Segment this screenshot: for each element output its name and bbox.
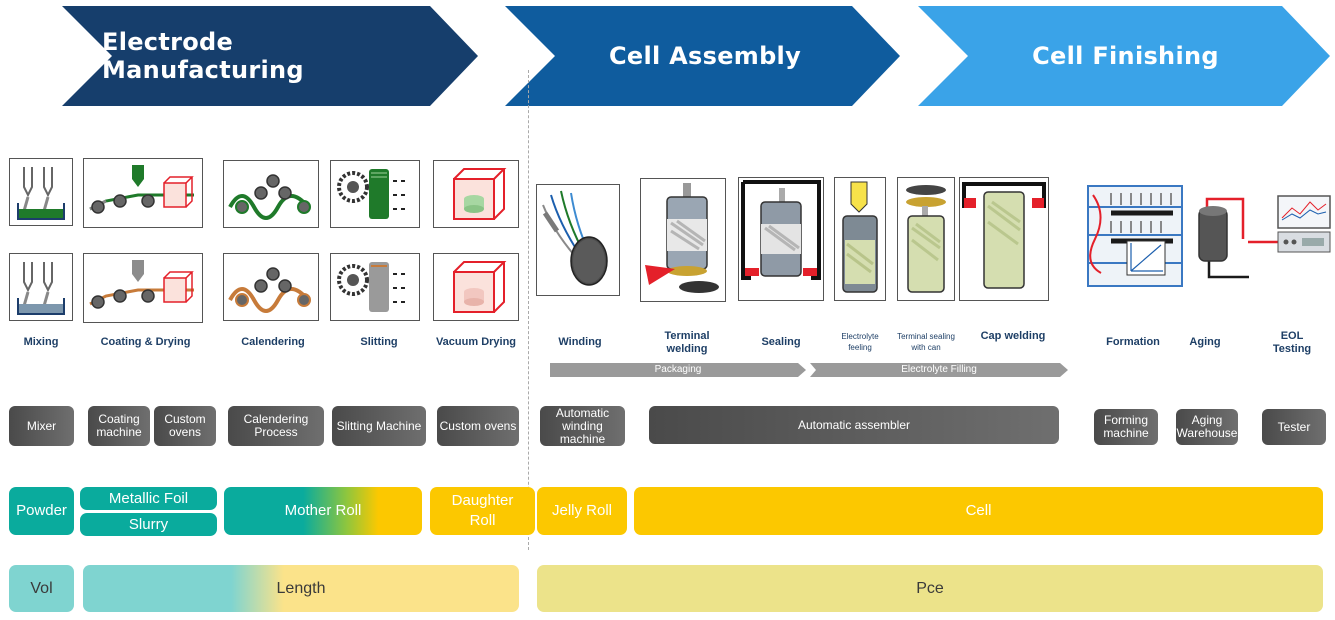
equipment-automatic-assembler: Automatic assembler [649, 406, 1059, 444]
vacuum-drying-illustration-anode [433, 253, 519, 321]
terminal-sealing-illustration [897, 177, 955, 301]
mixing-illustration-anode [9, 253, 73, 321]
step-slitting-label: Slitting [360, 336, 398, 348]
vacuum-drying-illustration-cathode [433, 160, 519, 228]
chevron-shape [62, 6, 478, 106]
calendering-illustration-cathode [223, 160, 319, 228]
packaging-bar: Packaging [550, 363, 806, 377]
slitting-illustration-anode [330, 253, 420, 321]
electrolyte-feeling-illustration [834, 177, 886, 301]
phase-cell-assembly: Cell Assembly [505, 6, 900, 106]
slitting-illustration-cathode [330, 160, 420, 228]
equipment-custom-ovens: Custom ovens [154, 406, 216, 446]
step-calendering-label: Calendering [241, 336, 305, 348]
winding-illustration [536, 184, 620, 296]
step-coating-drying-label: Coating & Drying [100, 336, 191, 348]
equipment-automatic-winding-machine: Automatic winding machine [540, 406, 625, 446]
equipment-tester: Tester [1262, 409, 1326, 445]
chevron-shape [918, 6, 1330, 106]
step-cap-welding-label: Cap welding [980, 330, 1046, 342]
step-winding-label: Winding [558, 336, 602, 348]
step-sealing-label: Sealing [761, 336, 801, 348]
material-mother-roll: Mother Roll [224, 487, 422, 535]
equipment-calendering-process: Calendering Process [228, 406, 324, 446]
material-powder: Powder [9, 487, 74, 535]
unit-length: Length [83, 565, 519, 612]
aging-illustration [1195, 193, 1255, 283]
phase-title: Cell Finishing [1032, 42, 1219, 70]
step-formation-label: Formation [1106, 336, 1160, 348]
phase-electrode-manufacturing: Electrode Manufacturing [62, 6, 478, 106]
equipment-coating-machine: Coating machine [88, 406, 150, 446]
step-aging-label: Aging [1189, 336, 1221, 348]
equipment-custom-ovens-vacuum: Custom ovens [437, 406, 519, 446]
calendering-illustration-anode [223, 253, 319, 321]
step-eol-testing-label: EOL Testing [1272, 330, 1312, 355]
chevron-shape [505, 6, 900, 106]
electrolyte-filling-bar: Electrolyte Filling [810, 363, 1068, 377]
phase-title: Electrode Manufacturing [102, 28, 304, 84]
sealing-illustration [738, 177, 824, 301]
equipment-slitting-machine: Slitting Machine [332, 406, 426, 446]
equipment-forming-machine: Forming machine [1094, 409, 1158, 445]
phase-cell-finishing: Cell Finishing [918, 6, 1330, 106]
coating-illustration-anode [83, 253, 203, 323]
material-jelly-roll: Jelly Roll [537, 487, 627, 535]
step-terminal-welding-label: Terminal welding [664, 330, 710, 355]
step-vacuum-drying-label: Vacuum Drying [435, 336, 517, 348]
unit-vol: Vol [9, 565, 74, 612]
material-daughter-roll: Daughter Roll [430, 487, 535, 535]
phase-title: Cell Assembly [608, 42, 802, 70]
coating-illustration-cathode [83, 158, 203, 228]
step-terminal-sealing-label: Terminal sealing with can [897, 332, 955, 352]
formation-illustration [1087, 185, 1183, 287]
mixing-illustration-cathode [9, 158, 73, 226]
electrolyte-filling-label: Electrolyte Filling [901, 364, 977, 375]
equipment-mixer: Mixer [9, 406, 74, 446]
step-electrolyte-feeling-label: Electrolyte feeling [841, 332, 879, 352]
eol-testing-illustration [1248, 194, 1332, 256]
equipment-aging-warehouse: Aging Warehouse [1176, 409, 1238, 445]
cap-welding-illustration [959, 177, 1049, 301]
terminal-welding-illustration [640, 178, 726, 302]
unit-pce: Pce [537, 565, 1323, 612]
phase-divider [528, 70, 529, 550]
material-cell: Cell [634, 487, 1323, 535]
material-slurry: Slurry [80, 513, 217, 536]
material-metallic-foil: Metallic Foil [80, 487, 217, 510]
packaging-label: Packaging [654, 364, 702, 375]
step-mixing-label: Mixing [23, 336, 59, 348]
